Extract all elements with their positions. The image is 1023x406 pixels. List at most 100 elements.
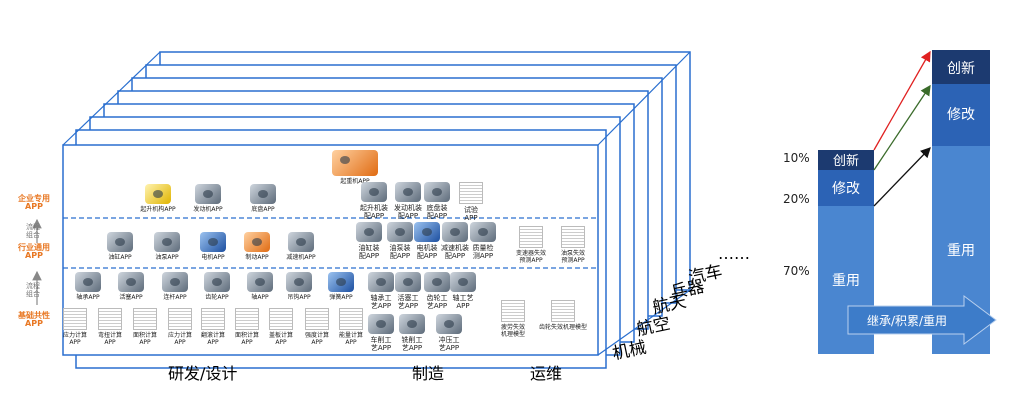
- design-industry-app-icon: [288, 232, 314, 252]
- design-industry-app-1[interactable]: 油泵APP: [142, 232, 192, 261]
- mfg-process-app-1[interactable]: 铣削工 艺APP: [395, 314, 429, 352]
- mfg-process-app-icon: [436, 314, 462, 334]
- mfg-process-app-icon: [399, 314, 425, 334]
- ops-basic-app-icon: [501, 300, 525, 322]
- mfg-basic-app-icon: [395, 272, 421, 292]
- design-industry-app-icon: [200, 232, 226, 252]
- mfg-industry-app-0[interactable]: 油缸装 配APP: [352, 222, 386, 260]
- design-calc-app-icon: [339, 308, 363, 330]
- label-flow-1: 流程 组合: [26, 223, 40, 239]
- pct-modify: 20%: [783, 192, 810, 206]
- small-bar-reuse: 重用: [832, 273, 860, 289]
- small-bar-innovate: 创新: [832, 154, 859, 169]
- mfg-industry-app-icon: [442, 222, 468, 242]
- mfg-industry-app-2[interactable]: 电机装 配APP: [410, 222, 444, 260]
- ellipsis: ……: [718, 244, 750, 263]
- mfg-basic-app-icon: [450, 272, 476, 292]
- tall-bar-reuse: 重用: [947, 243, 975, 259]
- design-calc-app-4[interactable]: 翻滚计算 APP: [188, 308, 238, 346]
- design-basic-app-5[interactable]: 吊钩APP: [274, 272, 324, 301]
- design-app-1[interactable]: 发动机APP: [183, 184, 233, 213]
- mfg-industry-app-4[interactable]: 质量检 测APP: [466, 222, 500, 260]
- mfg-basic-app-2[interactable]: 齿轮工 艺APP: [420, 272, 454, 310]
- design-calc-app-icon: [305, 308, 329, 330]
- arrow-innovate: [873, 50, 931, 151]
- mfg-basic-app-icon: [368, 272, 394, 292]
- design-industry-app-3[interactable]: 制动APP: [232, 232, 282, 261]
- design-basic-app-icon: [286, 272, 312, 292]
- design-calc-app-5[interactable]: 面积计算 APP: [222, 308, 272, 346]
- design-calc-app-icon: [269, 308, 293, 330]
- design-industry-app-2[interactable]: 电机APP: [188, 232, 238, 261]
- ops-industry-app-1[interactable]: 油泵失效 预测APP: [548, 226, 598, 264]
- design-calc-app-icon: [63, 308, 87, 330]
- mfg-enterprise-app-0[interactable]: 起升机装 配APP: [357, 182, 391, 220]
- design-basic-app-0[interactable]: 轴承APP: [63, 272, 113, 301]
- design-industry-app-icon: [107, 232, 133, 252]
- design-calc-app-7[interactable]: 强度计算 APP: [292, 308, 342, 346]
- mfg-basic-app-icon: [424, 272, 450, 292]
- mfg-basic-app-3[interactable]: 轴工艺 APP: [446, 272, 480, 310]
- label-flow-2: 流程 组合: [26, 282, 40, 298]
- design-basic-app-4[interactable]: 轴APP: [235, 272, 285, 301]
- design-industry-app-0[interactable]: 油缸APP: [95, 232, 145, 261]
- inherit-arrow: [847, 295, 997, 345]
- label-basic-app: 基础共性 APP: [18, 311, 50, 328]
- mfg-process-app-icon: [368, 314, 394, 334]
- arrow-reuse: [873, 147, 931, 207]
- tall-bar-innovate: 创新: [947, 61, 975, 77]
- design-app-0[interactable]: 起升机构APP: [133, 184, 183, 213]
- mfg-process-app-2[interactable]: 冲压工 艺APP: [432, 314, 466, 352]
- mfg-enterprise-app-2[interactable]: 底盘装 配APP: [420, 182, 454, 220]
- design-industry-app-icon: [154, 232, 180, 252]
- design-basic-app-icon: [162, 272, 188, 292]
- label-industry-app: 行业通用 APP: [18, 243, 50, 260]
- design-basic-app-icon: [328, 272, 354, 292]
- design-basic-app-icon: [118, 272, 144, 292]
- design-calc-app-0[interactable]: 应力计算 APP: [50, 308, 100, 346]
- label-design: 研发/设计: [168, 364, 238, 383]
- mfg-industry-app-3[interactable]: 减速机装 配APP: [438, 222, 472, 260]
- mfg-industry-app-icon: [387, 222, 413, 242]
- design-calc-app-1[interactable]: 弯扭计算 APP: [85, 308, 135, 346]
- mfg-enterprise-app-1[interactable]: 发动机装 配APP: [391, 182, 425, 220]
- design-calc-app-8[interactable]: 能量计算 APP: [326, 308, 376, 346]
- design-app-icon: [195, 184, 221, 204]
- label-enterprise-app: 企业专用 APP: [18, 194, 50, 211]
- ops-basic-app-icon: [551, 300, 575, 322]
- ops-industry-app-0[interactable]: 变速器失效 预测APP: [506, 226, 556, 264]
- design-app-2[interactable]: 底盘APP: [238, 184, 288, 213]
- design-app-icon: [145, 184, 171, 204]
- design-calc-app-icon: [98, 308, 122, 330]
- design-basic-app-2[interactable]: 连杆APP: [150, 272, 200, 301]
- mfg-industry-app-icon: [470, 222, 496, 242]
- mfg-basic-app-1[interactable]: 活塞工 艺APP: [391, 272, 425, 310]
- mfg-enterprise-app-icon: [424, 182, 450, 202]
- design-basic-app-3[interactable]: 齿轮APP: [192, 272, 242, 301]
- design-calc-app-2[interactable]: 面积计算 APP: [120, 308, 170, 346]
- design-basic-app-icon: [75, 272, 101, 292]
- ops-basic-app-0[interactable]: 疲劳失效 机理模型: [488, 300, 538, 338]
- design-calc-app-icon: [201, 308, 225, 330]
- design-basic-app-6[interactable]: 弹簧APP: [316, 272, 366, 301]
- mfg-enterprise-app-icon: [395, 182, 421, 202]
- design-industry-app-4[interactable]: 减速机APP: [276, 232, 326, 261]
- label-operations: 运维: [530, 364, 563, 383]
- pct-innovate: 10%: [783, 151, 810, 165]
- design-basic-app-icon: [204, 272, 230, 292]
- mfg-basic-app-0[interactable]: 轴承工 艺APP: [364, 272, 398, 310]
- app-crane[interactable]: 起重机APP: [330, 150, 380, 185]
- design-calc-app-6[interactable]: 盖板计算 APP: [256, 308, 306, 346]
- mfg-enterprise-app-3[interactable]: 试验 APP: [454, 182, 488, 222]
- mfg-process-app-0[interactable]: 车削工 艺APP: [364, 314, 398, 352]
- ops-basic-app-1[interactable]: 齿轮失效机理模型: [538, 300, 588, 331]
- design-industry-app-icon: [244, 232, 270, 252]
- design-calc-app-icon: [235, 308, 259, 330]
- mfg-industry-app-1[interactable]: 油泵装 配APP: [383, 222, 417, 260]
- design-basic-app-1[interactable]: 活塞APP: [106, 272, 156, 301]
- design-calc-app-3[interactable]: 应力计算 APP: [155, 308, 205, 346]
- ops-industry-app-icon: [561, 226, 585, 248]
- mfg-industry-app-icon: [356, 222, 382, 242]
- ops-industry-app-icon: [519, 226, 543, 248]
- crane-icon: [332, 150, 378, 176]
